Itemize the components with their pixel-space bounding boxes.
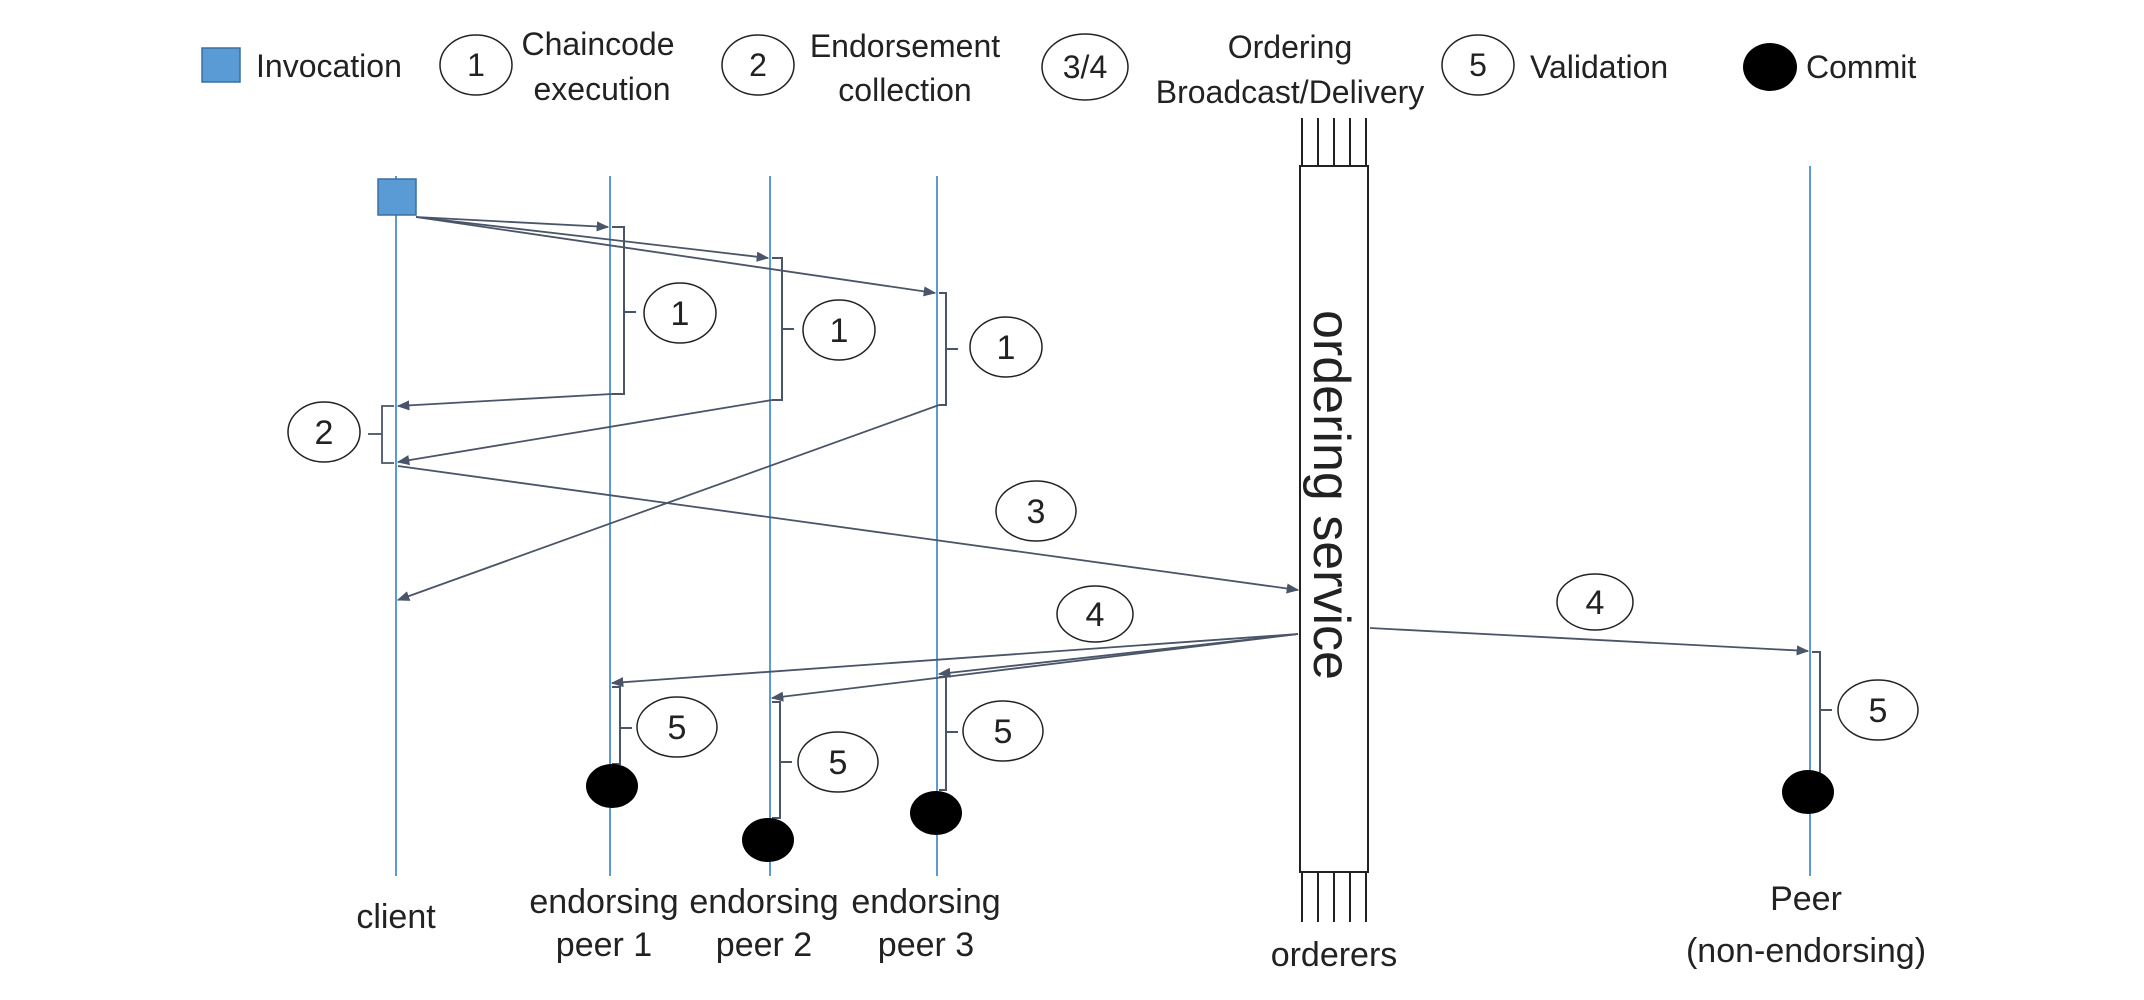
step-5-badge-peer-3 — [962, 700, 1044, 762]
step-4-messages — [610, 627, 1810, 702]
endorsing-peer-1-label-line2: peer 1 — [556, 926, 652, 964]
legend-ordering-label-line2: Broadcast/Delivery — [1156, 74, 1425, 110]
step-2-messages — [368, 393, 940, 601]
step-4-badge-peer — [1556, 573, 1634, 631]
chaincode-legend-icon — [439, 34, 513, 96]
validation-bracket-peer-1 — [612, 686, 621, 765]
client-label: client — [356, 898, 436, 936]
ordering-service — [1299, 118, 1369, 922]
endorsement-legend-icon — [721, 34, 795, 96]
step-1-badge-peer-2 — [802, 299, 876, 361]
legend-invocation-label: Invocation — [256, 48, 402, 84]
step-1-number: 1 — [671, 295, 690, 333]
step-1-number: 1 — [830, 312, 849, 350]
legend-chaincode-label-line2: execution — [534, 71, 671, 107]
step-1-badges: 1 1 1 — [643, 282, 1043, 378]
delivery-arrow-peer-1 — [610, 633, 1299, 688]
step-2-number: 2 — [315, 414, 334, 452]
step-1-badge-peer-3 — [969, 316, 1043, 378]
step-5-number: 5 — [668, 709, 687, 747]
invocation-marker — [377, 178, 417, 216]
step-4-number: 4 — [1586, 584, 1605, 622]
peer-non-endorsing-label-line2: (non-endorsing) — [1686, 932, 1926, 970]
commit-marker-peer-2 — [742, 818, 794, 862]
delivery-arrow-peer-3 — [937, 633, 1299, 678]
step-5-badge-peer-non-endorsing — [1837, 679, 1919, 741]
legend-endorsement-number: 2 — [749, 47, 767, 83]
swimlanes — [395, 166, 1811, 876]
validation-legend-icon — [1441, 34, 1515, 96]
execution-brackets — [612, 226, 958, 406]
ordering-service-label: ordering service — [1302, 310, 1360, 680]
legend-endorsement-label-line2: collection — [838, 72, 971, 108]
endorsement-response-peer-1 — [396, 393, 613, 411]
execution-bracket-peer-3 — [939, 292, 947, 406]
step-1-badge-peer-1 — [643, 282, 717, 344]
endorsing-peer-3-label-line1: endorsing — [851, 883, 1000, 921]
validation-bracket-peer-3 — [939, 676, 947, 791]
legend-validation-label: Validation — [1530, 49, 1668, 85]
proposal-arrow-peer-3 — [415, 216, 937, 297]
delivery-arrow-peer-non-endorsing — [1369, 627, 1810, 656]
step-5-badge-peer-2 — [797, 731, 879, 793]
endorsement-response-peer-2 — [396, 399, 773, 466]
legend-chaincode-number: 1 — [467, 47, 485, 83]
commit-legend-icon — [1743, 43, 1797, 91]
legend-endorsement-label-line1: Endorsement — [810, 28, 1000, 64]
step-3-number: 3 — [1027, 493, 1046, 531]
step-5-badge-peer-1 — [636, 696, 718, 758]
step-5-number: 5 — [1869, 692, 1888, 730]
legend-ordering-number: 3/4 — [1063, 49, 1107, 85]
execution-bracket-peer-2 — [772, 257, 783, 401]
step-3-badge — [995, 480, 1077, 542]
lane-labels: client endorsing peer 1 endorsing peer 2… — [356, 880, 1926, 974]
ordering-legend-icon — [1041, 33, 1129, 101]
legend-chaincode-label-line1: Chaincode — [522, 26, 675, 62]
commit-marker-peer-1 — [586, 764, 638, 808]
commit-marker-peer-3 — [910, 791, 962, 835]
validation-brackets — [612, 651, 1832, 819]
endorsing-peer-1-label-line1: endorsing — [529, 883, 678, 921]
step-5-number: 5 — [829, 744, 848, 782]
endorsing-peer-2-label-line1: endorsing — [689, 883, 838, 921]
step-5-number: 5 — [994, 713, 1013, 751]
step-2-badge — [287, 401, 361, 463]
legend: Invocation 1 Chaincode execution 2 Endor… — [201, 26, 1916, 110]
endorsement-collection-bracket — [381, 405, 394, 464]
step-1-messages — [415, 216, 937, 297]
endorsing-peer-3-label-line2: peer 3 — [878, 926, 974, 964]
invocation-legend-icon — [201, 47, 241, 83]
execution-bracket-peer-1 — [612, 226, 625, 395]
step-5-badges: 5 5 5 5 — [636, 679, 1919, 793]
legend-validation-number: 5 — [1469, 47, 1487, 83]
step-4-badge-endorsers — [1056, 585, 1134, 643]
orderers-label: orderers — [1271, 936, 1398, 974]
step-1-number: 1 — [997, 329, 1016, 367]
proposal-arrow-peer-1 — [415, 216, 610, 232]
endorsing-peer-2-label-line2: peer 2 — [716, 926, 812, 964]
legend-ordering-label-line1: Ordering — [1228, 29, 1353, 65]
step-4-number: 4 — [1086, 596, 1105, 634]
proposal-arrow-peer-2 — [415, 216, 770, 262]
commit-markers — [586, 764, 1834, 862]
legend-commit-label: Commit — [1806, 49, 1916, 85]
peer-non-endorsing-label-line1: Peer — [1770, 880, 1842, 918]
validation-bracket-peer-2 — [772, 701, 781, 819]
commit-marker-peer-non-endorsing — [1782, 770, 1834, 814]
broadcast-arrow — [397, 465, 1300, 594]
validation-bracket-peer-non-endorsing — [1812, 651, 1821, 774]
